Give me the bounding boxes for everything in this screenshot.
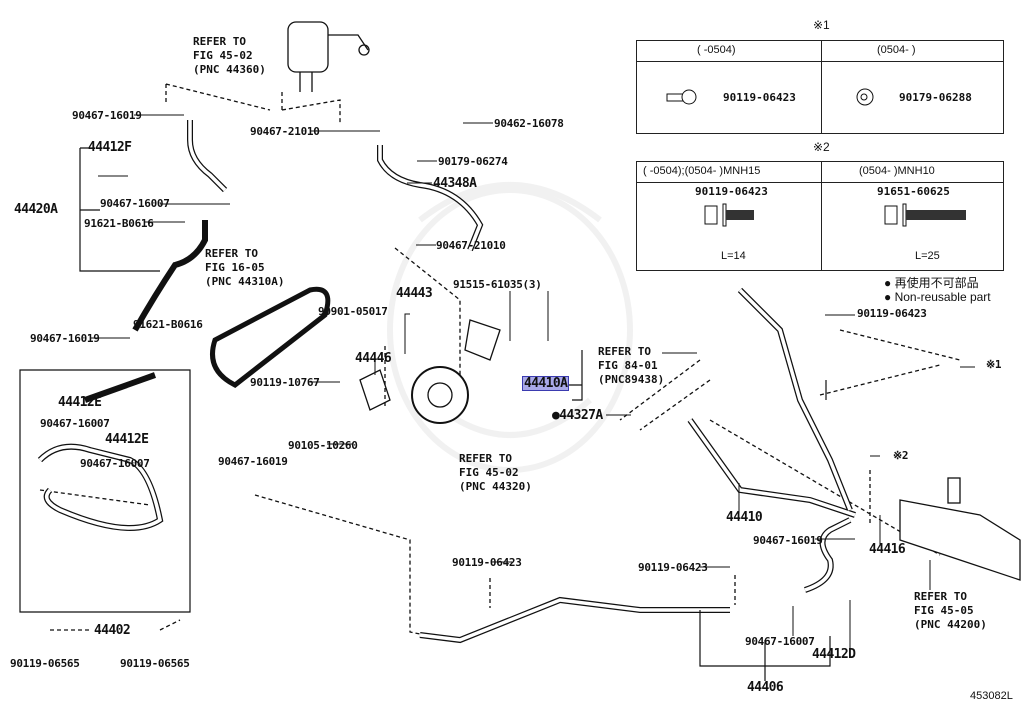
table2-marker: ※2 (813, 140, 830, 154)
ref-line: FIG 84-01 (598, 359, 658, 372)
column-header: ( -0504);(0504- )MNH15 (643, 165, 761, 177)
part-label[interactable]: 90467-16007 (40, 417, 110, 430)
part-label[interactable]: 90467-16019 (30, 332, 100, 345)
part-label[interactable]: 90119-06565 (10, 657, 80, 670)
reference-rack: REFER TO FIG 45-05 (PNC 44200) (914, 590, 987, 632)
part-label[interactable]: 90119-06423 (638, 561, 708, 574)
bolt-length: L=25 (915, 250, 940, 262)
part-label[interactable]: 90467-16007 (745, 635, 815, 648)
steering-rack-drawing (899, 477, 1021, 581)
part-label[interactable]: 44443 (396, 286, 433, 301)
ref-line: FIG 16-05 (205, 261, 265, 274)
part-label[interactable]: 44410 (726, 510, 763, 525)
reference-reservoir: REFER TO FIG 45-02 (PNC 44360) (193, 35, 266, 77)
part-label[interactable]: 90119-06565 (120, 657, 190, 670)
ref-line: FIG 45-02 (193, 49, 253, 62)
part-number[interactable]: 90119-06423 (723, 91, 796, 104)
reference-belt: REFER TO FIG 16-05 (PNC 44310A) (205, 247, 284, 289)
part-label[interactable]: ●44327A (552, 408, 603, 423)
part-label[interactable]: 90467-16019 (218, 455, 288, 468)
part-label[interactable]: 90119-06423 (857, 307, 927, 320)
leader-lines (90, 114, 975, 650)
variant-table-2: ( -0504);(0504- )MNH15 (0504- )MNH10 901… (636, 161, 1004, 271)
part-label[interactable]: 90467-16007 (100, 197, 170, 210)
part-label[interactable]: 44412D (812, 647, 856, 662)
column-header: (0504- ) (877, 44, 916, 56)
part-label[interactable]: 90467-16019 (753, 534, 823, 547)
table1-marker: ※1 (813, 18, 830, 32)
bolt-length: L=14 (721, 250, 746, 262)
part-label[interactable]: 90462-16078 (494, 117, 564, 130)
reference-pump: REFER TO FIG 45-02 (PNC 44320) (459, 452, 532, 494)
column-divider (821, 162, 822, 270)
reservoir-drawing (287, 21, 370, 92)
column-header: (0504- )MNH10 (859, 165, 935, 177)
part-label[interactable]: 44446 (355, 351, 392, 366)
part-label[interactable]: 44406 (747, 680, 784, 695)
ref-line: FIG 45-02 (459, 466, 519, 479)
part-label[interactable]: 44412E (105, 432, 149, 447)
part-label[interactable]: 91621-B0616 (133, 318, 203, 331)
drive-belt-drawing (210, 286, 331, 388)
ref-line: REFER TO (205, 247, 258, 260)
part-label[interactable]: 44412F (88, 140, 132, 155)
part-number[interactable]: 90179-06288 (899, 91, 972, 104)
bolt-icon (666, 89, 697, 105)
nut-icon (856, 88, 874, 106)
part-label[interactable]: 91515-61035(3) (453, 278, 542, 291)
column-header: ( -0504) (697, 44, 736, 56)
ref-line: REFER TO (459, 452, 512, 465)
variant-table-1: ( -0504) (0504- ) 90119-06423 90179-0628… (636, 40, 1004, 134)
ref-line: (PNC 44320) (459, 480, 532, 493)
bolt-washer-icon (884, 203, 966, 227)
ref-line: (PNC 44200) (914, 618, 987, 631)
legend-non-reusable-jp: ● 再使用不可部品 (884, 276, 979, 290)
part-label[interactable]: 90467-16019 (72, 109, 142, 122)
ref-line: FIG 45-05 (914, 604, 974, 617)
bracket-lines (19, 147, 831, 681)
part-label[interactable]: 90901-05017 (318, 305, 388, 318)
part-label[interactable]: 44402 (94, 623, 131, 638)
reference-sensor: REFER TO FIG 84-01 (PNC89438) (598, 345, 664, 387)
column-divider (821, 41, 822, 133)
ref-line: (PNC 44360) (193, 63, 266, 76)
figure-id: 453082L (970, 690, 1013, 702)
ref-line: (PNC 44310A) (205, 275, 285, 288)
bolt-washer-icon (704, 203, 754, 227)
legend-non-reusable-en: ● Non-reusable part (884, 290, 991, 304)
ref-line: (PNC89438) (598, 373, 665, 386)
part-label[interactable]: 90467-21010 (250, 125, 320, 138)
part-label[interactable]: 90105-10260 (288, 439, 358, 452)
part-label[interactable]: 90119-06423 (452, 556, 522, 569)
part-label-selected[interactable]: 44410A (522, 376, 570, 391)
part-label[interactable]: 91621-B0616 (84, 217, 154, 230)
pump-drawing (359, 319, 501, 424)
part-label[interactable]: 44420A (14, 202, 58, 217)
part-label[interactable]: 44348A (433, 176, 477, 191)
table-header-row (637, 162, 1003, 183)
part-label[interactable]: 44412E (58, 395, 102, 410)
table-header-row (637, 41, 1003, 62)
part-number[interactable]: 90119-06423 (695, 185, 768, 198)
ref-line: REFER TO (598, 345, 651, 358)
part-label[interactable]: 44416 (869, 542, 906, 557)
marker-1: ※1 (986, 358, 1002, 371)
part-number[interactable]: 91651-60625 (877, 185, 950, 198)
part-label[interactable]: 90467-21010 (436, 239, 506, 252)
part-label[interactable]: 90119-10767 (250, 376, 320, 389)
ref-line: REFER TO (193, 35, 246, 48)
marker-2: ※2 (893, 449, 909, 462)
part-label[interactable]: 90467-16007 (80, 457, 150, 470)
part-label[interactable]: 90179-06274 (438, 155, 508, 168)
ref-line: REFER TO (914, 590, 967, 603)
